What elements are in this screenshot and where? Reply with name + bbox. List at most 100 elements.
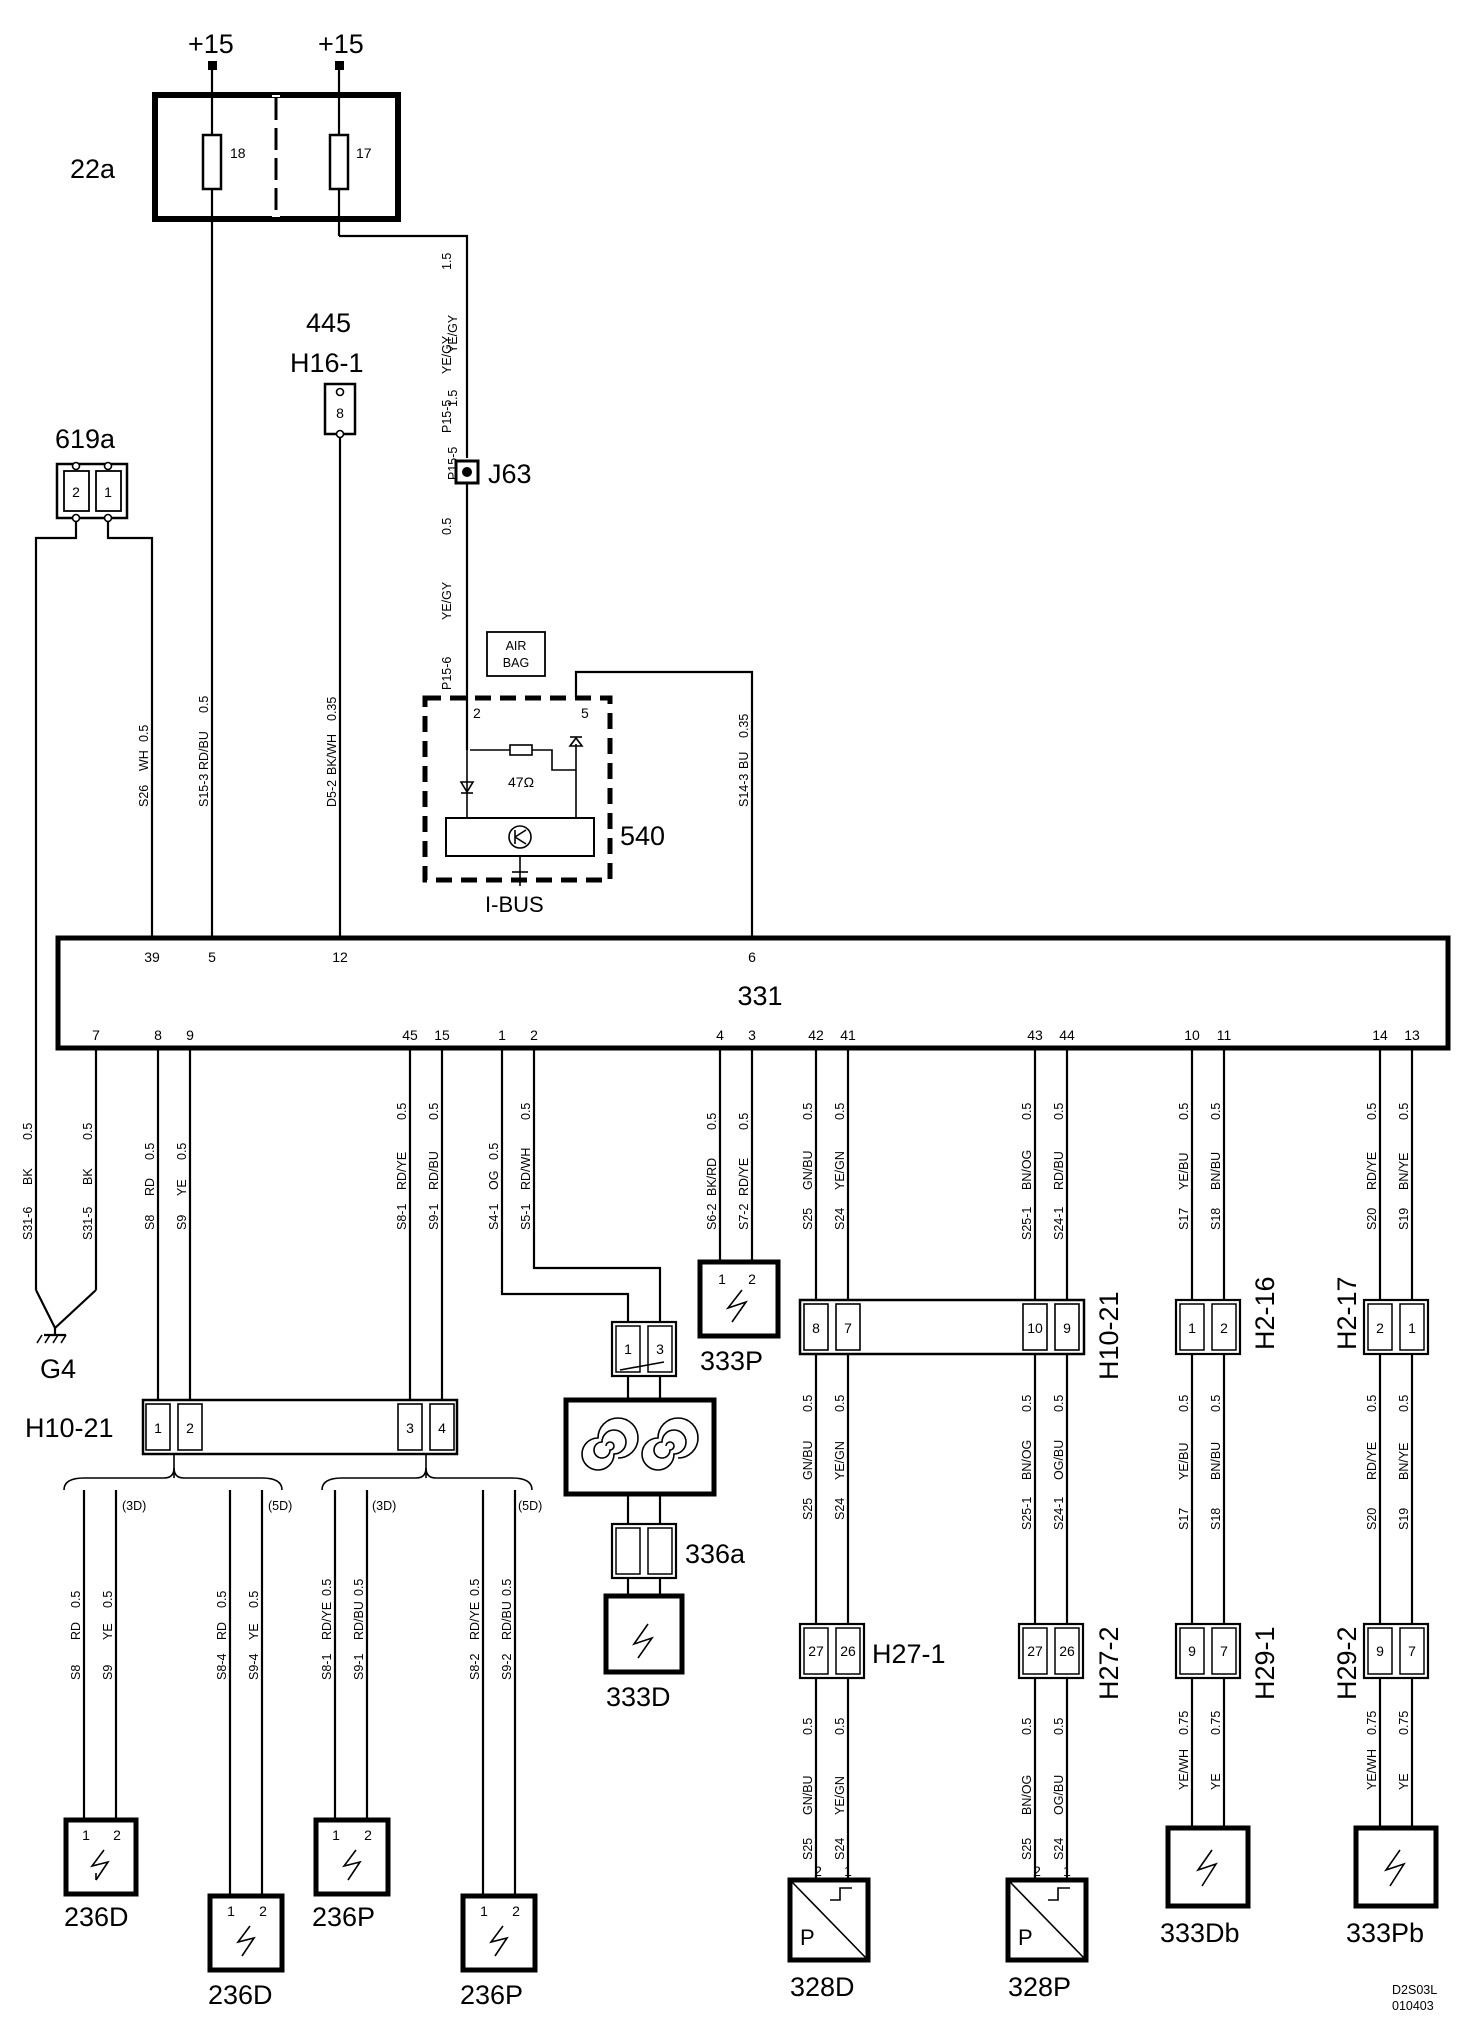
wire-label: 0.5	[833, 1718, 847, 1735]
fuse-18-label: 18	[230, 145, 246, 161]
wire-label: 0.5	[215, 1591, 229, 1608]
fuse-17-label: 17	[356, 145, 372, 161]
wire-label: YE/WH	[1177, 1749, 1191, 1790]
236P-a-pin: 2	[364, 1827, 372, 1843]
h10-21-right-pin: 10	[1027, 1320, 1043, 1336]
j63-label: J63	[488, 459, 532, 489]
236P-b-name: 236P	[460, 1980, 523, 2010]
sensor-328P	[1005, 1877, 1089, 1963]
wire-label: YE/BU	[1177, 1152, 1191, 1190]
wire-label: BN/BU	[1209, 1442, 1223, 1480]
airbag-line2: BAG	[503, 656, 529, 670]
wire-label: OG/BU	[1052, 1440, 1066, 1480]
wire-label: BK	[81, 1168, 95, 1185]
wire-label: S25-1	[1020, 1497, 1034, 1530]
h27-1-pin: 27	[808, 1643, 824, 1659]
wire-label: S24	[833, 1208, 847, 1230]
wire-label: 0.5	[175, 1143, 189, 1160]
wire-label: RD/YE	[1365, 1152, 1379, 1190]
wire-label: BN/YE	[1397, 1442, 1411, 1480]
wire-label: 0.5	[1052, 1718, 1066, 1735]
speaker-236P-b	[460, 1893, 538, 1973]
wire-label: S15-3	[197, 774, 211, 807]
wire-label: RD	[215, 1622, 229, 1640]
c540-pin-b: 5	[581, 705, 589, 721]
h29-2-name: H29-2	[1332, 1626, 1362, 1700]
module-331	[55, 935, 1451, 1051]
variant-3d: (3D)	[372, 1499, 396, 1513]
wire-label: S24	[1052, 1838, 1066, 1860]
c331-name: 331	[737, 981, 782, 1011]
h29-1-pin: 9	[1188, 1643, 1196, 1659]
328P-symbol: P	[1018, 1925, 1033, 1950]
speaker-236P-a	[313, 1817, 391, 1897]
wire-label: S31-6	[21, 1207, 35, 1240]
c331-bottom-pin: 45	[402, 1027, 418, 1043]
wire-label: WH	[137, 750, 151, 771]
wire-label: BN/BU	[1209, 1152, 1223, 1190]
h2-16-name: H2-16	[1250, 1276, 1280, 1350]
wire-label: S25	[801, 1838, 815, 1860]
connector-619a	[55, 461, 129, 523]
wire-label: RD/BU	[500, 1601, 514, 1640]
wire-label: 0.5	[833, 1103, 847, 1120]
sensor-328D	[787, 1877, 871, 1963]
wire-label: 0.5	[833, 1395, 847, 1412]
h29-1-pin: 7	[1220, 1643, 1228, 1659]
wire-label: 0.5	[1209, 1103, 1223, 1120]
wire-label: YE	[175, 1179, 189, 1196]
wire-label: 0.75	[1177, 1711, 1191, 1735]
c619a-name: 619a	[55, 424, 116, 454]
wire-label: 0.5	[352, 1579, 366, 1596]
ground-g4-label: G4	[40, 1354, 76, 1384]
wire-label: YE/GY	[446, 314, 460, 353]
c331-bottom-pin: 7	[92, 1027, 100, 1043]
wire-label: 0.5	[69, 1591, 83, 1608]
wire-label: S9-1	[352, 1654, 366, 1680]
connector-h10-21-right	[798, 1298, 1086, 1356]
wire-label: RD/YE	[1365, 1442, 1379, 1480]
328P-pin: 2	[1033, 1863, 1041, 1879]
wire-label: P15-5	[440, 400, 454, 433]
wire-label: S8	[69, 1665, 83, 1680]
wire-label: S24	[833, 1838, 847, 1860]
wire-label: P15-6	[440, 657, 454, 690]
wire-label: S9-1	[427, 1204, 441, 1230]
wire-label: 0.5	[1209, 1395, 1223, 1412]
wire-label: 0.5	[1020, 1718, 1034, 1735]
h2-17-pin: 2	[1376, 1320, 1384, 1336]
wire-label: OG	[487, 1171, 501, 1190]
variant-5d: (5D)	[268, 1499, 292, 1513]
236D-a-pin: 1	[82, 1827, 90, 1843]
module-540	[422, 695, 613, 886]
wire-label: 0.5	[1020, 1103, 1034, 1120]
wire-label: GN/BU	[801, 1150, 815, 1190]
wire-label: RD/BU	[427, 1151, 441, 1190]
wire-label: S25	[801, 1498, 815, 1520]
connector-h29-2	[1362, 1622, 1430, 1680]
h10-21-left-pin: 4	[438, 1420, 446, 1436]
fuse-17	[328, 133, 350, 191]
wire-label: 0.35	[325, 697, 339, 721]
c331-top-pin: 6	[748, 949, 756, 965]
c445-sub: H16-1	[290, 348, 364, 378]
236D-b-name: 236D	[208, 1980, 273, 2010]
transceiver-block	[445, 817, 595, 857]
wire-label: 0.5	[801, 1103, 815, 1120]
speaker-236D-b	[207, 1893, 285, 1973]
wire-label: S8-1	[395, 1204, 409, 1230]
wire-label: RD/YE	[320, 1602, 334, 1640]
airbag-333D	[603, 1593, 685, 1675]
wire-label: BK/RD	[705, 1158, 719, 1196]
wire-label: 0.5	[519, 1103, 533, 1120]
wire-label: S6-2	[705, 1204, 719, 1230]
wire-label: S9-2	[500, 1654, 514, 1680]
wire-label: S25-1	[1020, 1207, 1034, 1240]
328D-symbol: P	[800, 1925, 815, 1950]
wire-label: YE	[101, 1623, 115, 1640]
connector-336a-bottom	[610, 1522, 678, 1580]
h10-21-left-pin: 3	[406, 1420, 414, 1436]
c540-resistor: 47Ω	[508, 774, 534, 790]
h2-16-pin: 2	[1220, 1320, 1228, 1336]
